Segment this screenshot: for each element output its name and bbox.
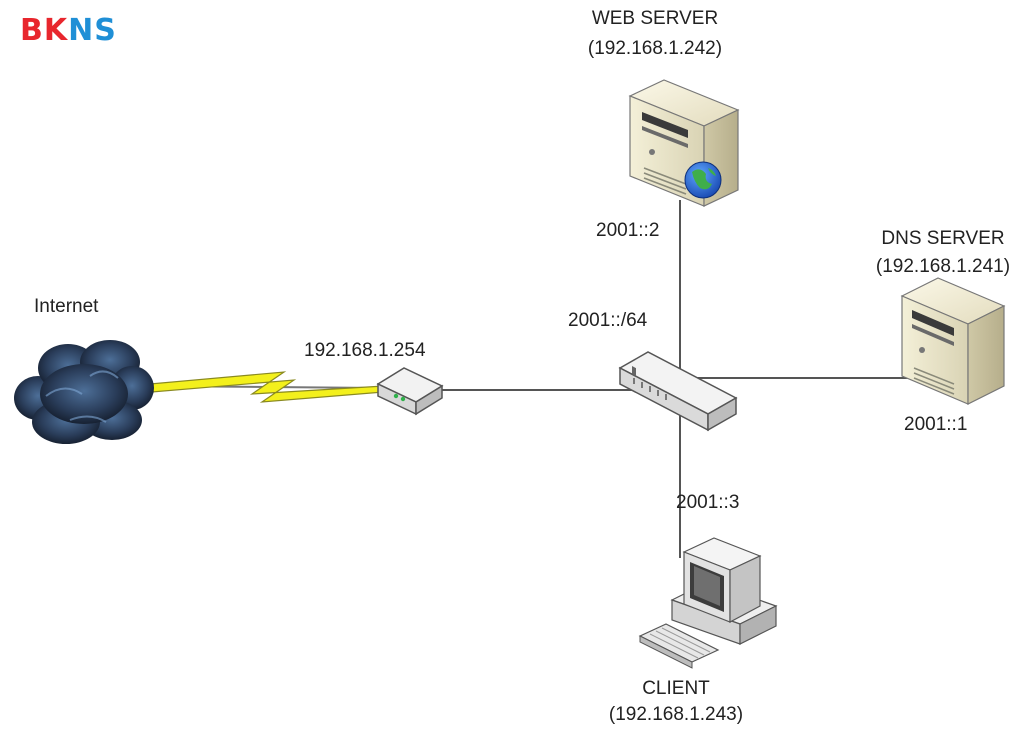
- bkns-logo: BKNS: [20, 14, 117, 48]
- web-server-icon: [628, 79, 740, 207]
- internet-label: Internet: [34, 296, 99, 317]
- web-server-ipv6: 2001::2: [596, 220, 660, 241]
- globe-icon: [684, 161, 722, 199]
- switch-subnet-label: 2001::/64: [568, 310, 648, 331]
- dns-server-title: DNS SERVER: [881, 228, 1005, 249]
- dns-server-ipv6: 2001::1: [904, 414, 968, 435]
- dns-server-ip: (192.168.1.241): [875, 256, 1011, 277]
- cloud-icon: [14, 340, 154, 444]
- web-server-title: WEB SERVER: [591, 8, 719, 29]
- client-ipv6: 2001::3: [676, 492, 740, 513]
- router-ip-label: 192.168.1.254: [304, 340, 426, 361]
- server-icon: [900, 277, 1006, 405]
- router-icon: [376, 367, 444, 416]
- logo-part2: NS: [68, 13, 117, 48]
- web-server-ip: (192.168.1.242): [587, 38, 723, 59]
- switch-icon: [618, 351, 738, 432]
- logo-part1: BK: [20, 13, 69, 48]
- desktop-computer-icon: [638, 537, 778, 669]
- client-ip: (192.168.1.243): [608, 704, 744, 725]
- client-title: CLIENT: [642, 678, 710, 699]
